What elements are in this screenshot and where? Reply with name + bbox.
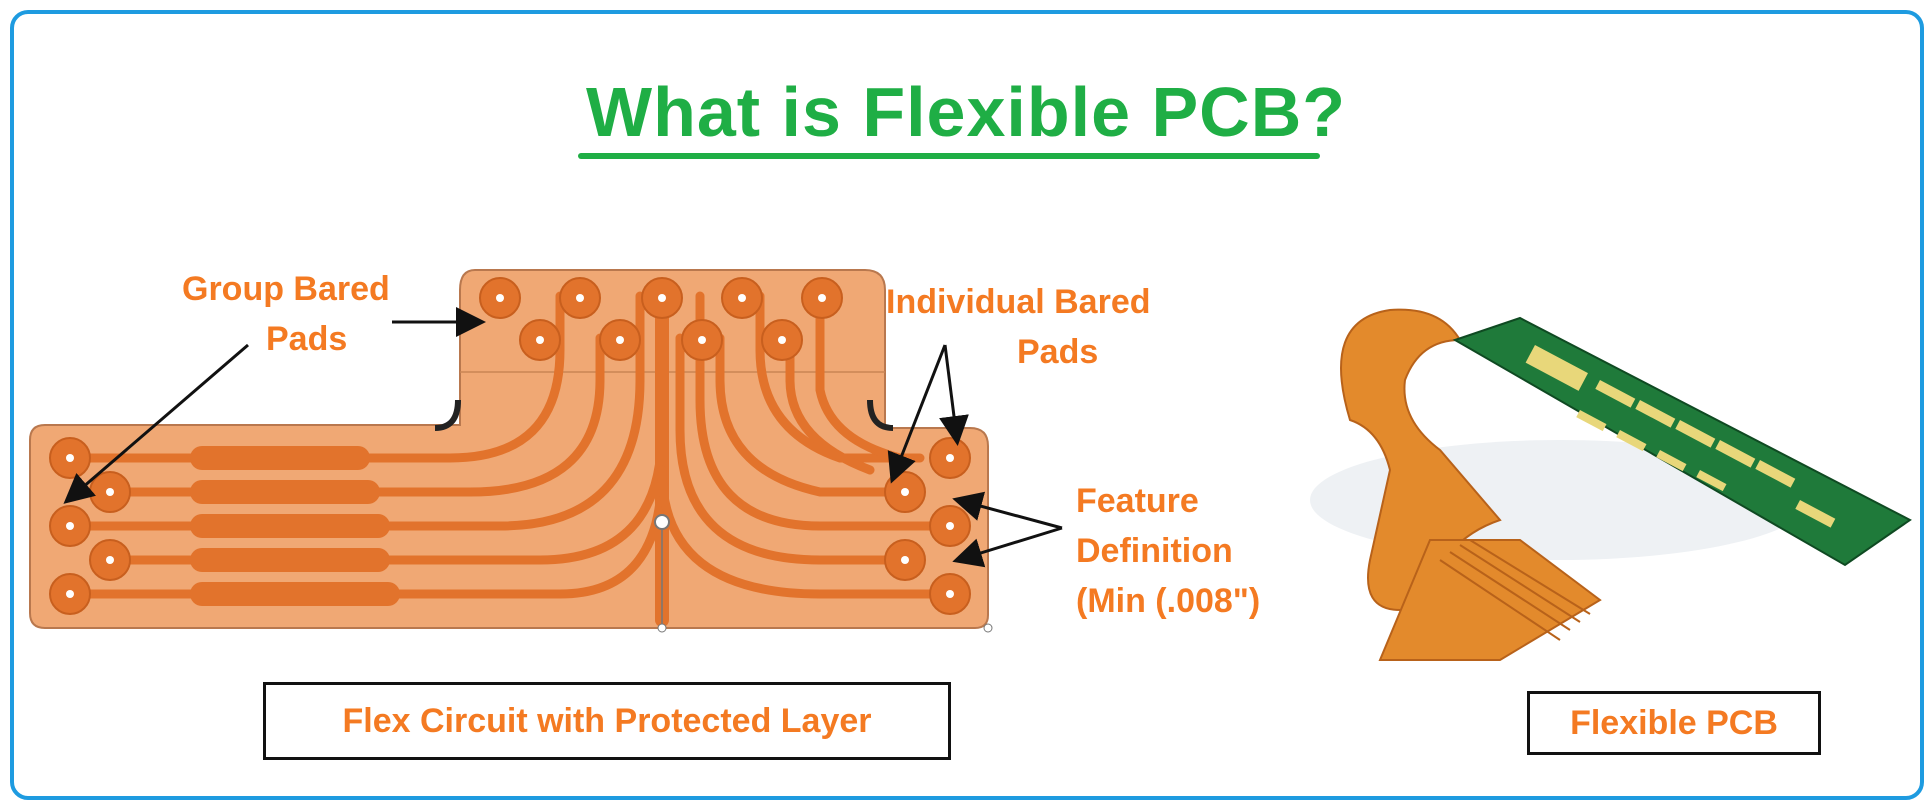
arrow-individual-pads-2 (939, 344, 969, 446)
arrow-individual-pads-1 (887, 344, 947, 484)
page-title: What is Flexible PCB? (586, 73, 1346, 151)
flexible-pcb-image (1310, 308, 1912, 661)
label-group-bared-pads-line1: Group Bared (182, 270, 390, 308)
label-individual-bared-pads-line2: Pads (1017, 333, 1099, 371)
caption-flexible-pcb: Flexible PCB (1527, 691, 1821, 755)
label-feature-definition-line3: (Min (.008") (1076, 582, 1261, 620)
arrow-group-pads-left (63, 343, 249, 504)
label-group-bared-pads-line2: Pads (266, 320, 348, 358)
title-underline (578, 153, 1320, 159)
label-feature-definition-line2: Definition (1076, 532, 1233, 570)
label-individual-bared-pads-line1: Individual Bared (886, 283, 1151, 321)
caption-flex-circuit: Flex Circuit with Protected Layer (263, 682, 951, 760)
arrow-feature-2 (952, 526, 1063, 568)
arrow-feature-1 (952, 491, 1063, 530)
label-feature-definition-line1: Feature (1076, 482, 1199, 520)
